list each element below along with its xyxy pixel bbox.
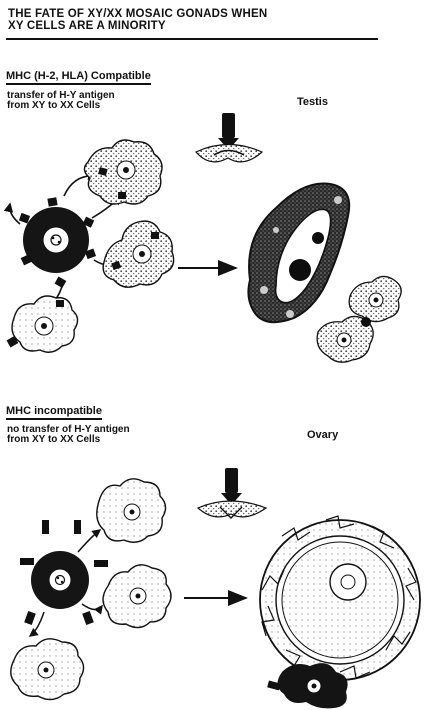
xx-cell-icon [11,639,84,700]
xx-cell-icon [103,565,171,628]
xy-cell-icon [19,197,96,288]
ovary-icon [260,516,420,680]
xx-cell-icon [7,296,78,352]
antibody-icon [198,468,266,518]
antibody-icon [196,113,262,162]
xy-cell-icon [31,551,89,609]
xx-cell-icon [317,316,373,362]
testis-icon [248,184,349,323]
xx-cell-icon [97,479,166,542]
xx-cell-icon [349,276,401,321]
xx-cell-icon [84,140,162,204]
xx-cell-icon [103,221,174,287]
